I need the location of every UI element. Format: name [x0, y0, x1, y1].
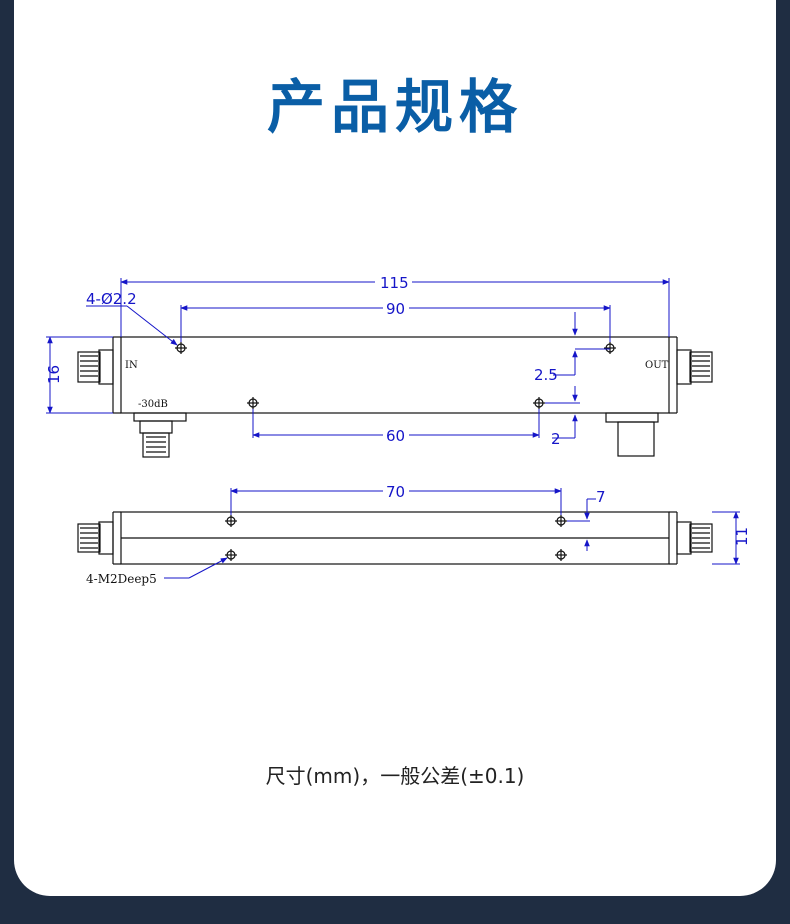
sma-connector-side-right	[676, 521, 713, 555]
dim-side-hole-spacing: 70	[386, 483, 405, 501]
dim-thread-note: 4-M2Deep5	[86, 572, 157, 586]
dim-hole-spacing-top: 90	[386, 300, 405, 318]
sma-connector-out	[676, 349, 713, 385]
top-view	[77, 336, 713, 458]
page-title: 产品规格	[266, 73, 523, 141]
dim-overall-length: 115	[380, 274, 409, 292]
dim-side-offset: 7	[596, 488, 606, 506]
sma-connector-in	[77, 349, 114, 385]
port-out-label: OUT	[645, 360, 669, 371]
side-view	[77, 511, 713, 565]
content-card	[14, 0, 776, 896]
threaded-hole	[225, 515, 237, 527]
dimension-caption: 尺寸(mm)，一般公差(±0.1)	[265, 764, 525, 788]
dim-hole-note: 4-Ø2.2	[86, 290, 137, 308]
dim-height-side: 11	[733, 527, 751, 546]
mounting-hole	[247, 397, 259, 409]
sma-connector-coupled	[133, 412, 187, 458]
threaded-hole	[555, 549, 567, 561]
dim-hole-offset-bottom: 2	[551, 430, 561, 448]
dim-height-top: 16	[45, 365, 63, 384]
port-in-label: IN	[125, 360, 138, 371]
coupling-label: -30dB	[138, 399, 168, 410]
threaded-hole	[225, 549, 237, 561]
mounting-hole	[533, 397, 545, 409]
mounting-hole	[604, 342, 616, 354]
side-view-dimensions	[164, 488, 740, 579]
threaded-hole	[555, 515, 567, 527]
mounting-hole	[175, 342, 187, 354]
coupler-body-top	[120, 336, 670, 414]
top-view-dimensions	[46, 278, 670, 439]
termination-load	[605, 412, 659, 457]
dim-hole-offset-top: 2.5	[534, 366, 558, 384]
sma-connector-side-left	[77, 521, 114, 555]
dim-hole-spacing-bottom: 60	[386, 427, 405, 445]
